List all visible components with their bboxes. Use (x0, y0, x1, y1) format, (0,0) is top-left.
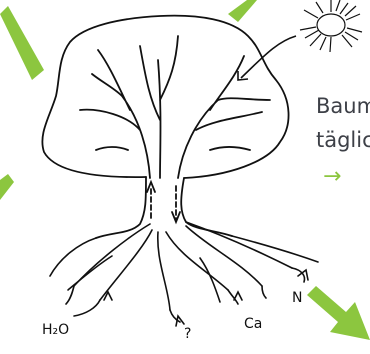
green-arrow-left-top (0, 6, 44, 80)
label-calcium: Ca (244, 316, 262, 332)
green-arrow-top (228, 0, 257, 22)
tree-trunk (96, 177, 232, 238)
label-water: H₂O (42, 322, 69, 338)
caption-text-line-1: Baum (316, 96, 370, 117)
green-arrow-bottom-right (307, 286, 370, 340)
label-question: ? (184, 326, 191, 342)
label-nitrogen: N (292, 290, 302, 306)
tree-crown (42, 16, 288, 178)
arrow-right-icon: → (323, 166, 341, 188)
tree-roots (50, 222, 318, 326)
sun-drawing (300, 0, 362, 52)
sun-pointer (238, 36, 296, 80)
caption-text-line-2: täglic (316, 130, 370, 151)
green-arrow-left-mid (0, 174, 14, 200)
